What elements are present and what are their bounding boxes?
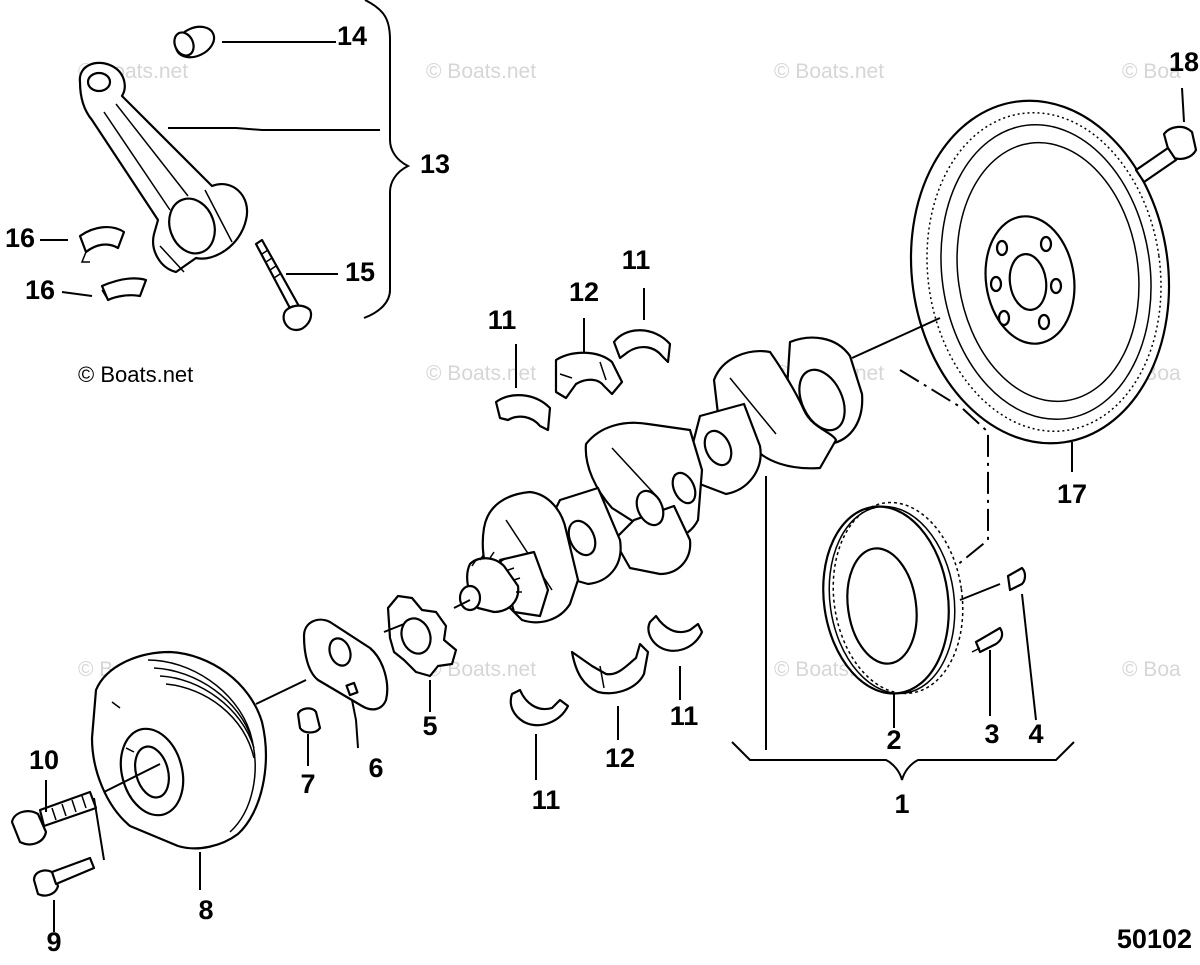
callout-16: 16 [25, 275, 55, 305]
timing-sprocket [386, 594, 458, 678]
leader-lines [40, 0, 1185, 932]
callout-10: 10 [29, 745, 59, 775]
callout-1: 1 [894, 789, 909, 819]
callout-12: 12 [605, 743, 635, 773]
thrust-washer-upper-left [494, 394, 552, 432]
callout-13: 13 [420, 149, 450, 179]
pulley-bolt [32, 856, 96, 897]
callout-8: 8 [198, 895, 213, 925]
callout-14: 14 [337, 21, 367, 51]
flexplate-bolt [971, 626, 1004, 654]
watermark: © Boa [1122, 60, 1181, 83]
balancer-bolt [10, 790, 98, 846]
watermark: © Boa [1122, 658, 1181, 681]
callout-11: 11 [488, 305, 517, 335]
callout-5: 5 [422, 711, 437, 741]
flexplate [822, 501, 964, 695]
watermark: © Boats.net [426, 658, 536, 681]
main-bearing-lower [570, 642, 650, 695]
watermark: © Boats.net [774, 60, 884, 83]
flywheel-bolt [1134, 125, 1198, 184]
watermark: © Boats.net [426, 60, 536, 83]
flywheel [909, 99, 1171, 445]
dowel-pin [1006, 566, 1027, 592]
watermark: © Boats.net [426, 362, 536, 385]
callout-16: 16 [5, 223, 35, 253]
callout-6: 6 [368, 753, 383, 783]
callout-labels: 14 13 15 16 16 11 12 11 18 17 5 6 7 8 9 … [5, 21, 1199, 957]
connecting-rod [78, 61, 249, 274]
connecting-rod-assembly [78, 25, 313, 332]
thrust-washer-upper-right [612, 329, 672, 364]
callout-2: 2 [886, 725, 901, 755]
thrust-washer-lower-right [647, 614, 704, 652]
callout-18: 18 [1169, 47, 1199, 77]
rod-bushing [173, 25, 216, 59]
callout-11: 11 [532, 785, 561, 815]
thrust-washer-lower-left [509, 688, 570, 727]
copyright-notice: © Boats.net [78, 362, 193, 387]
callout-17: 17 [1057, 479, 1087, 509]
harmonic-balancer [90, 650, 267, 850]
rod-bearing-upper [78, 226, 126, 263]
callout-4: 4 [1028, 719, 1043, 749]
callout-11: 11 [670, 701, 699, 731]
rod-bearing-lower [100, 277, 148, 302]
woodruff-key [296, 707, 322, 734]
crankshaft [458, 336, 864, 624]
callout-3: 3 [984, 719, 999, 749]
document-number: 50102 [1117, 924, 1192, 954]
callout-12: 12 [569, 277, 599, 307]
callout-11: 11 [622, 245, 651, 275]
callout-7: 7 [300, 769, 315, 799]
callout-15: 15 [345, 257, 375, 287]
main-bearing-upper [554, 351, 624, 400]
rod-bolt [254, 238, 313, 332]
callout-9: 9 [46, 927, 61, 957]
sensor-wheel [302, 618, 389, 711]
